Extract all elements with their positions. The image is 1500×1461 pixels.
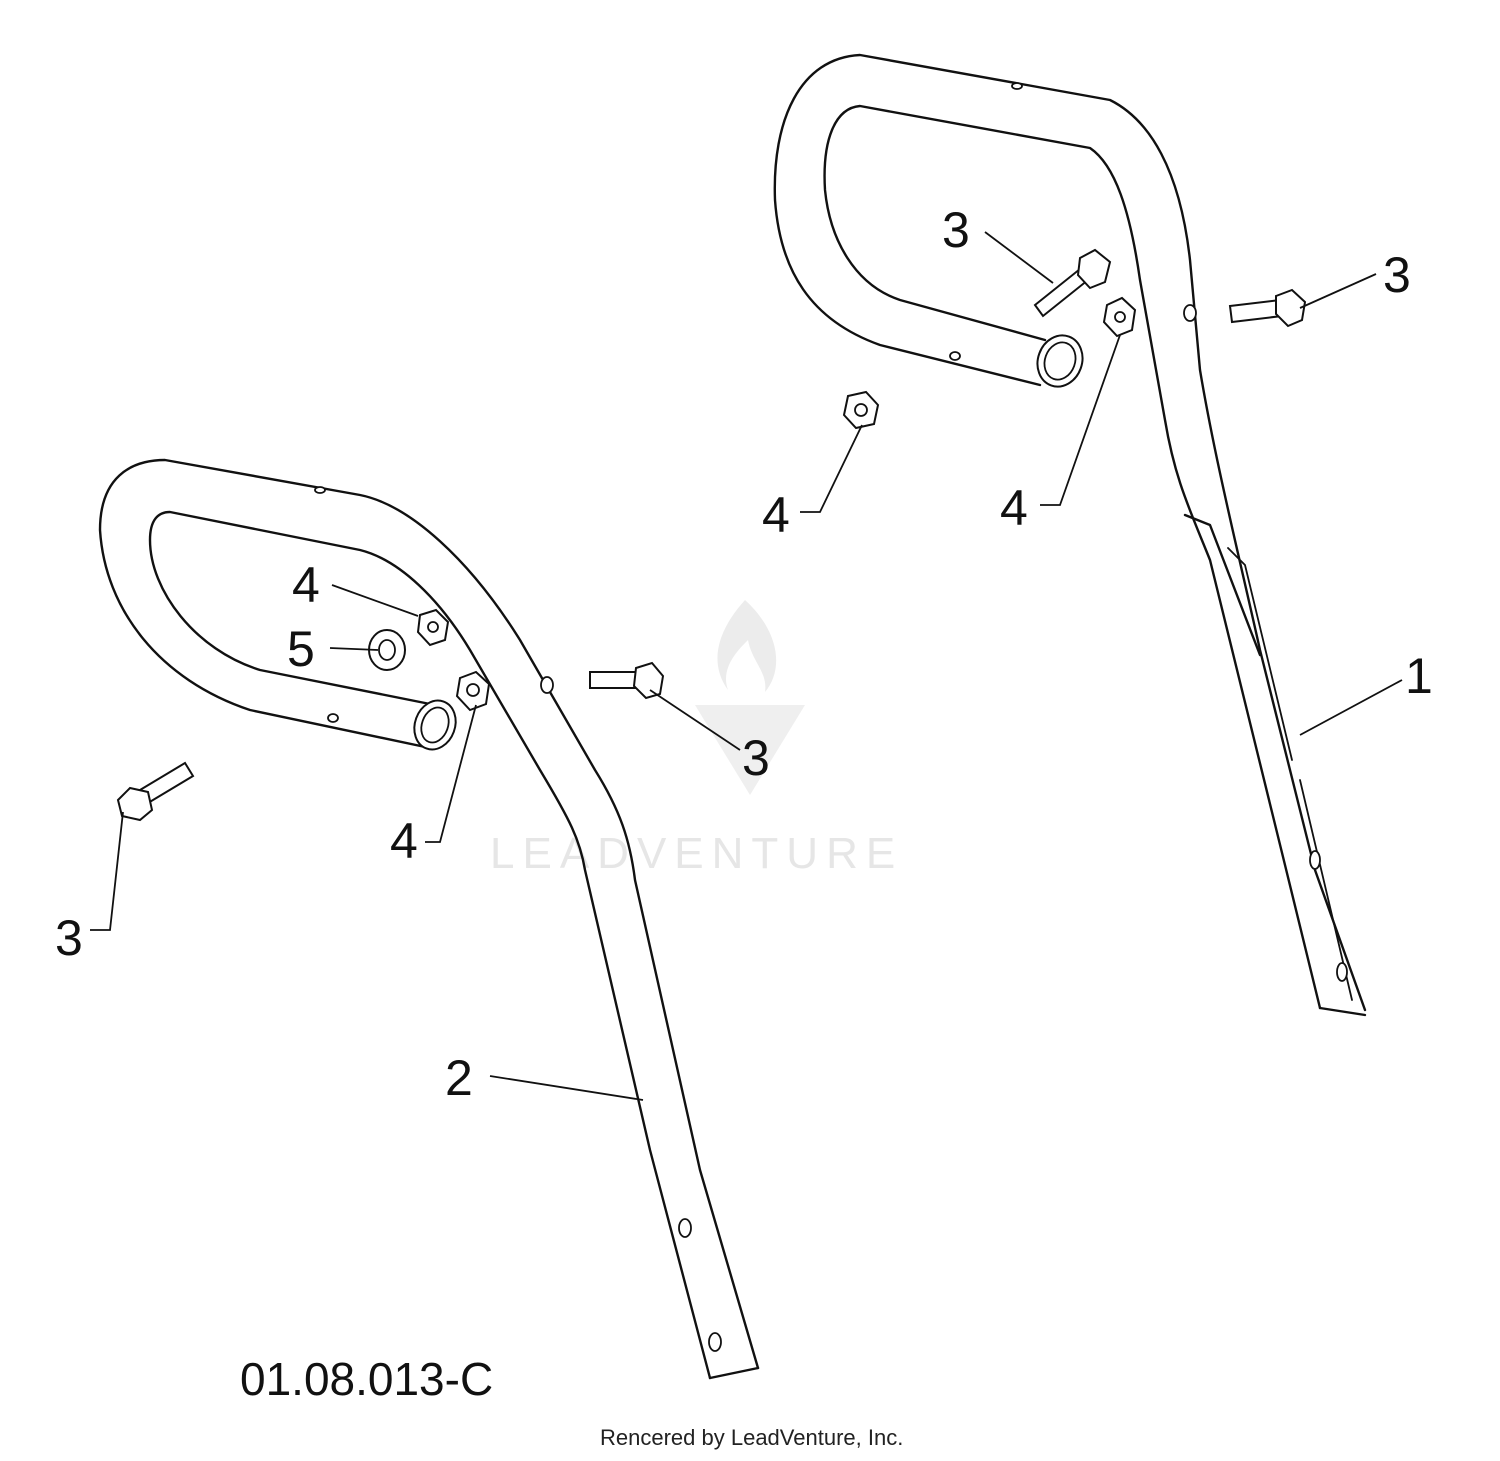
- bolt-upper-inner: [1033, 248, 1112, 318]
- nut-lower-mounted: [455, 670, 491, 712]
- leadventure-watermark: LEADVENTURE: [490, 600, 903, 878]
- callout-nut-upper-floating: 4: [762, 487, 790, 543]
- callout-bolt-upper-outer: 3: [1383, 247, 1411, 303]
- figure-code: 01.08.013-C: [240, 1353, 493, 1405]
- handle-upper-part-1: [773, 53, 1367, 1017]
- callout-bolt-lower-outer: 3: [55, 910, 83, 966]
- handle-lower-part-2: [98, 458, 760, 1380]
- nut-upper-mounted: [1102, 296, 1137, 338]
- bolt-upper-outer: [1228, 288, 1307, 328]
- bolt-lower-outer: [116, 761, 195, 822]
- leader-lines: [90, 231, 1403, 1101]
- callout-nut-lower-top: 4: [292, 557, 320, 613]
- callout-nut-upper-mounted: 4: [1000, 480, 1028, 536]
- callout-spacer: 5: [287, 621, 315, 677]
- footer-credit: Rencered by LeadVenture, Inc.: [600, 1425, 903, 1450]
- callout-nut-lower-mounted: 4: [390, 813, 418, 869]
- watermark-text: LEADVENTURE: [490, 829, 903, 878]
- callout-bolt-lower-inner: 3: [742, 730, 770, 786]
- callout-handle-upper: 1: [1405, 648, 1433, 704]
- bolt-lower-inner: [589, 661, 665, 700]
- nut-lower-top: [416, 608, 450, 647]
- nut-upper-floating: [842, 390, 880, 430]
- callout-handle-lower: 2: [445, 1050, 473, 1106]
- callout-bolt-upper-inner: 3: [942, 202, 970, 258]
- callouts: 1 3 3 4 4 4 5 3 4 3 2: [55, 202, 1433, 1106]
